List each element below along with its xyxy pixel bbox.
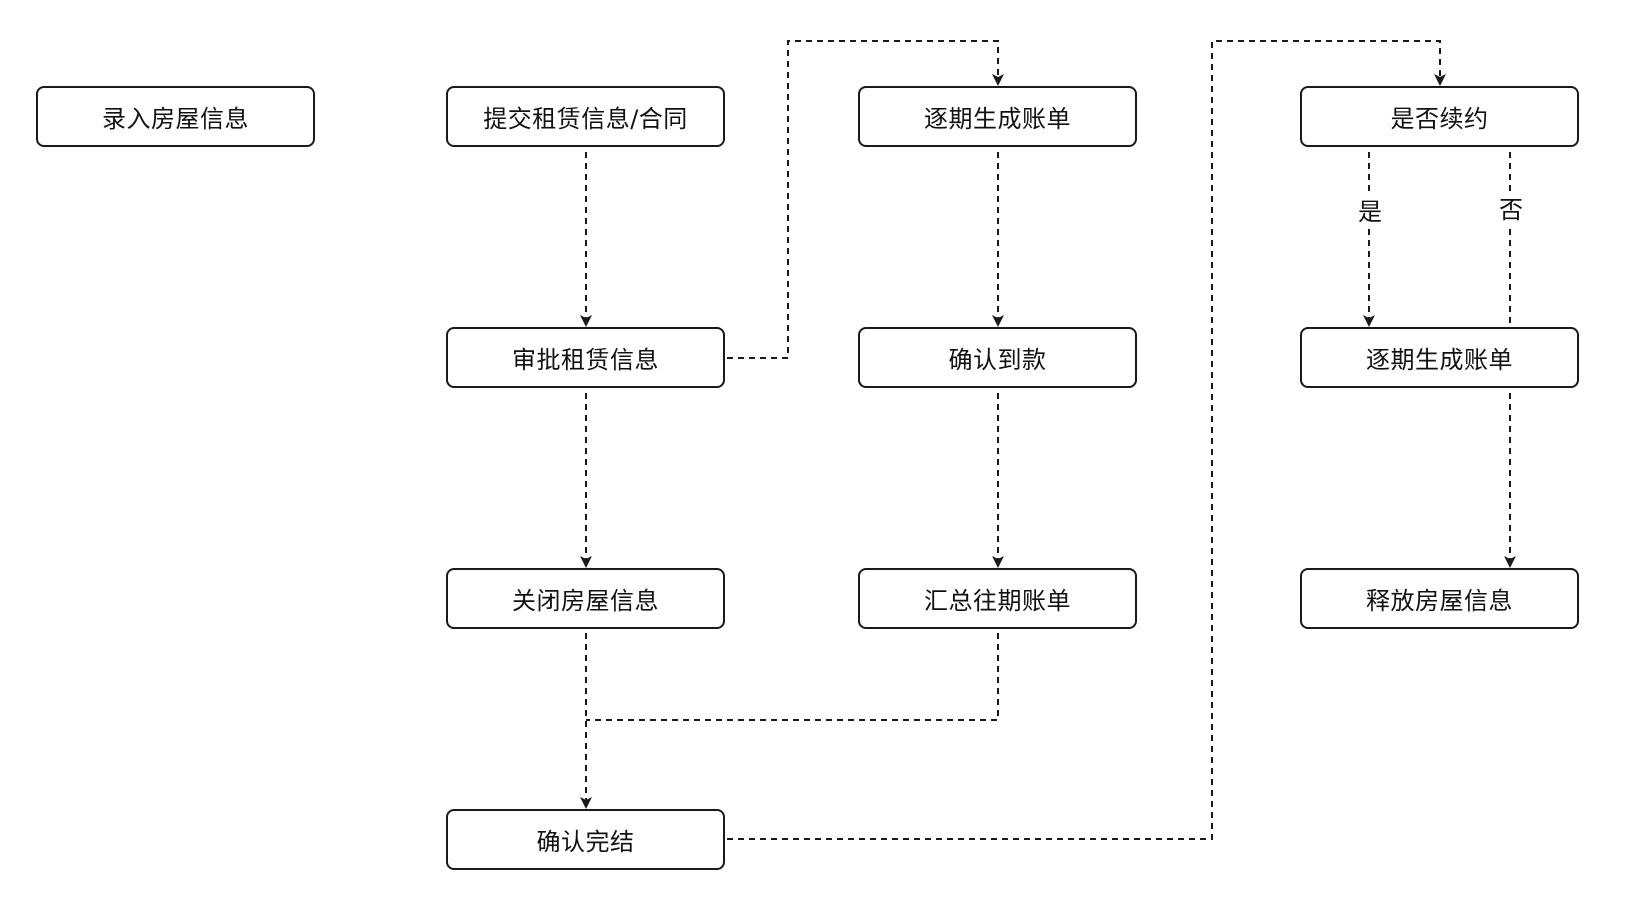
edge-summary-to-complete [586, 633, 999, 721]
node-release-house-info: 释放房屋信息 [1300, 568, 1579, 629]
node-label: 审批租赁信息 [512, 346, 659, 374]
node-confirm-payment: 确认到款 [858, 327, 1137, 388]
node-label: 录入房屋信息 [102, 105, 249, 133]
node-enter-house-info: 录入房屋信息 [36, 86, 315, 147]
node-label: 释放房屋信息 [1366, 587, 1513, 615]
edge-approve-to-bills [727, 40, 1004, 359]
node-label: 逐期生成账单 [1366, 346, 1513, 374]
edge-label-no: 否 [1498, 194, 1524, 226]
node-label: 确认到款 [948, 346, 1047, 374]
node-label: 提交租赁信息/合同 [483, 105, 688, 133]
node-generate-bills-1: 逐期生成账单 [858, 86, 1137, 147]
node-generate-bills-2: 逐期生成账单 [1300, 327, 1579, 388]
node-close-house-info: 关闭房屋信息 [446, 568, 725, 629]
edge-label-yes: 是 [1357, 196, 1383, 228]
node-label: 是否续约 [1390, 105, 1489, 133]
node-renew-decision: 是否续约 [1300, 86, 1579, 147]
node-label: 逐期生成账单 [924, 105, 1071, 133]
node-submit-lease: 提交租赁信息/合同 [446, 86, 725, 147]
node-confirm-complete: 确认完结 [446, 809, 725, 870]
node-label: 关闭房屋信息 [512, 587, 659, 615]
node-summarize-bills: 汇总往期账单 [858, 568, 1137, 629]
node-label: 汇总往期账单 [924, 587, 1071, 615]
node-approve-lease: 审批租赁信息 [446, 327, 725, 388]
node-label: 确认完结 [536, 828, 635, 856]
edge-complete-to-renew [727, 40, 1446, 840]
